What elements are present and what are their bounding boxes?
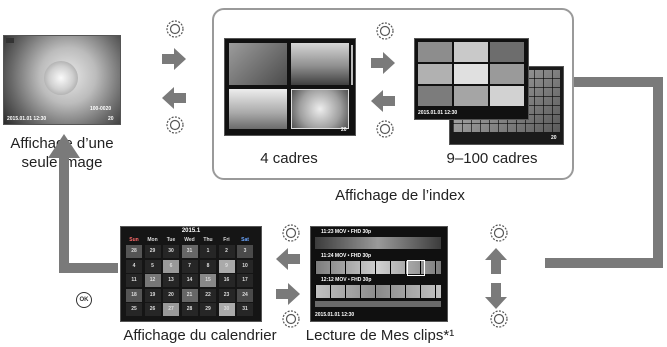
frame-number: 20 — [108, 116, 114, 122]
calendar-day: 27 — [163, 303, 179, 316]
calendar-weekday: Wed — [184, 237, 195, 243]
calendar-day: 7 — [181, 259, 198, 273]
calendar-day: 31 — [237, 303, 253, 316]
date-stamp: 2015.01.01 12:30 — [7, 116, 47, 122]
hundred-frames-label: 9–100 cadres — [446, 150, 538, 167]
calendar-day: 23 — [218, 288, 235, 302]
arrow-right-icon — [371, 52, 395, 74]
calendar-weekday: Tue — [166, 237, 176, 243]
calendar-day: 31 — [181, 245, 198, 258]
calendar-label: Affichage du calendrier — [123, 327, 277, 344]
arrow-left-icon — [371, 90, 395, 112]
calendar-day: 9 — [218, 259, 235, 273]
arrow-left-icon — [162, 87, 186, 109]
calendar-day: 5 — [144, 259, 161, 273]
calendar-day: 16 — [218, 274, 235, 287]
hundred-frames-screen: 2015.01.01 12:30 — [414, 38, 529, 120]
myclips-label: Lecture de Mes clips*¹ — [305, 327, 455, 344]
arrow-right-icon — [276, 283, 300, 305]
arrow-down-icon — [485, 283, 507, 309]
calendar-day: 22 — [200, 288, 216, 302]
arrow-up-icon — [485, 248, 507, 274]
clip-row-3: 12:12 MOV • FHD 30p — [321, 277, 372, 283]
calendar-weekday: Sun — [129, 237, 139, 243]
calendar-day: 8 — [200, 259, 216, 273]
ok-button-icon: OK — [76, 292, 92, 308]
calendar-day: 1 — [200, 245, 216, 258]
dial-icon — [376, 22, 394, 40]
calendar-day: 29 — [200, 303, 216, 316]
calendar-day: 14 — [181, 274, 198, 287]
calendar-day: 20 — [163, 288, 179, 302]
myclips-screen: 11:23 MOV • FHD 30p 11:24 MOV • FHD 30p … — [310, 226, 448, 322]
calendar-weekday: Thu — [203, 237, 213, 243]
four-frames-label: 4 cadres — [260, 150, 318, 167]
calendar-day: 19 — [144, 288, 161, 302]
calendar-weekday: Mon — [147, 237, 158, 243]
calendar-title: 2015.1 — [181, 228, 201, 234]
clip-row-2: 11:24 MOV • FHD 30p — [321, 253, 372, 259]
calendar-day: 13 — [163, 274, 179, 287]
four-frames-screen: 20 — [224, 38, 356, 136]
dial-icon — [282, 310, 300, 328]
calendar-day: 10 — [237, 259, 253, 273]
arrow-up-icon — [48, 134, 80, 158]
calendar-day: 18 — [126, 288, 142, 302]
calendar-day: 24 — [237, 288, 253, 302]
calendar-day: 30 — [218, 303, 235, 316]
calendar-day: 25 — [126, 303, 142, 316]
calendar-day: 29 — [144, 245, 161, 258]
calendar-day: 26 — [144, 303, 161, 316]
hundred-frames-back-number: 20 — [551, 135, 557, 141]
calendar-day: 4 — [126, 259, 142, 273]
dial-icon — [282, 224, 300, 242]
arrow-right-icon — [162, 48, 186, 70]
calendar-day: 15 — [200, 274, 216, 287]
dial-icon — [166, 116, 184, 134]
hundred-frames-date: 2015.01.01 12:30 — [418, 110, 458, 116]
calendar-day: 28 — [126, 245, 142, 258]
file-number: 100-0020 — [90, 106, 112, 112]
dial-icon — [166, 20, 184, 38]
arrow-left-icon — [276, 248, 300, 270]
calendar-day: 21 — [181, 288, 198, 302]
calendar-weekday: Sat — [241, 237, 249, 243]
calendar-day: 28 — [181, 303, 198, 316]
dial-icon — [490, 224, 508, 242]
calendar-day: 12 — [144, 274, 161, 287]
calendar-day: 11 — [126, 274, 142, 287]
clip-row-1: 11:23 MOV • FHD 30p — [321, 229, 372, 235]
calendar-day: 17 — [237, 274, 253, 287]
index-view-label: Affichage de l’index — [335, 187, 465, 204]
calendar-weekday: Fri — [223, 237, 230, 243]
index-view-frame — [212, 8, 574, 180]
dial-icon — [490, 310, 508, 328]
calendar-day: 6 — [163, 259, 179, 273]
four-frames-number: 20 — [341, 127, 347, 133]
calendar-day: 2 — [218, 245, 235, 258]
single-image-screen: 100-0020 2015.01.01 12:30 20 — [3, 35, 121, 125]
myclips-date: 2015.01.01 12:30 — [315, 312, 355, 318]
calendar-day: 3 — [237, 245, 253, 258]
dial-icon — [376, 120, 394, 138]
calendar-day: 30 — [163, 245, 179, 258]
